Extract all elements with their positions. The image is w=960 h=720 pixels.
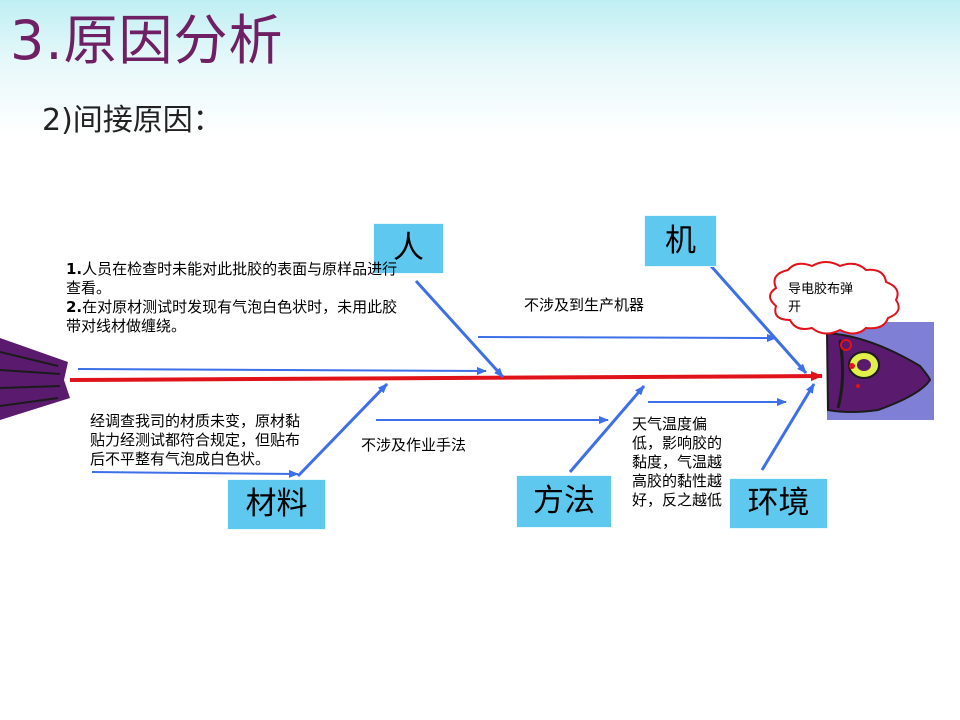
effect-cloud [769, 261, 900, 335]
machine-cause-arrow [477, 333, 777, 342]
category-environment-box: 环境 [729, 478, 828, 529]
material-cause-arrow [91, 469, 299, 478]
category-material-box: 材料 [227, 479, 326, 530]
item-number: 2. [66, 298, 83, 316]
people-cause-note: 1.人员在检查时未能对此批胶的表面与原样品进行查看。 2.在对原材测试时发现有气… [66, 260, 406, 336]
item-text: 在对原材测试时发现有气泡白色状时，未用此胶带对线材做缠绕。 [66, 298, 398, 335]
category-method-box: 方法 [516, 475, 612, 528]
slide-subtitle: 2)间接原因： [42, 103, 223, 138]
people-bone-arrow [414, 279, 505, 379]
category-people-box: 人 [373, 223, 444, 274]
item-text: 人员在检查时未能对此批胶的表面与原样品进行查看。 [66, 260, 398, 297]
category-machine-box: 机 [644, 215, 717, 267]
machine-cause-note: 不涉及到生产机器 [524, 296, 645, 314]
environment-bone-arrow [760, 383, 816, 471]
slide-title: 3.原因分析 [10, 9, 284, 72]
machine-bone-arrow [709, 265, 808, 374]
method-bone-arrow [568, 385, 646, 473]
effect-label: 导电胶布弹开 [788, 282, 854, 315]
fish-tail [0, 338, 70, 420]
environment-cause-note: 天气温度偏低，影响胶的黏度，气温越高胶的黏性越好，反之越低 [632, 415, 723, 509]
material-cause-note: 经调查我司的材质未变，原材黏贴力经测试都符合规定，但贴布后不平整有气泡成白色状。 [90, 412, 301, 468]
item-number: 1. [66, 260, 83, 278]
fish-head [825, 322, 934, 420]
people-cause-arrow [77, 366, 487, 375]
main-spine-arrow [69, 371, 823, 382]
people-cause-item: 1.人员在检查时未能对此批胶的表面与原样品进行查看。 [66, 260, 406, 298]
people-cause-item: 2.在对原材测试时发现有气泡白色状时，未用此胶带对线材做缠绕。 [66, 298, 406, 336]
method-cause-note: 不涉及作业手法 [361, 436, 467, 454]
material-bone-arrow [296, 382, 389, 478]
